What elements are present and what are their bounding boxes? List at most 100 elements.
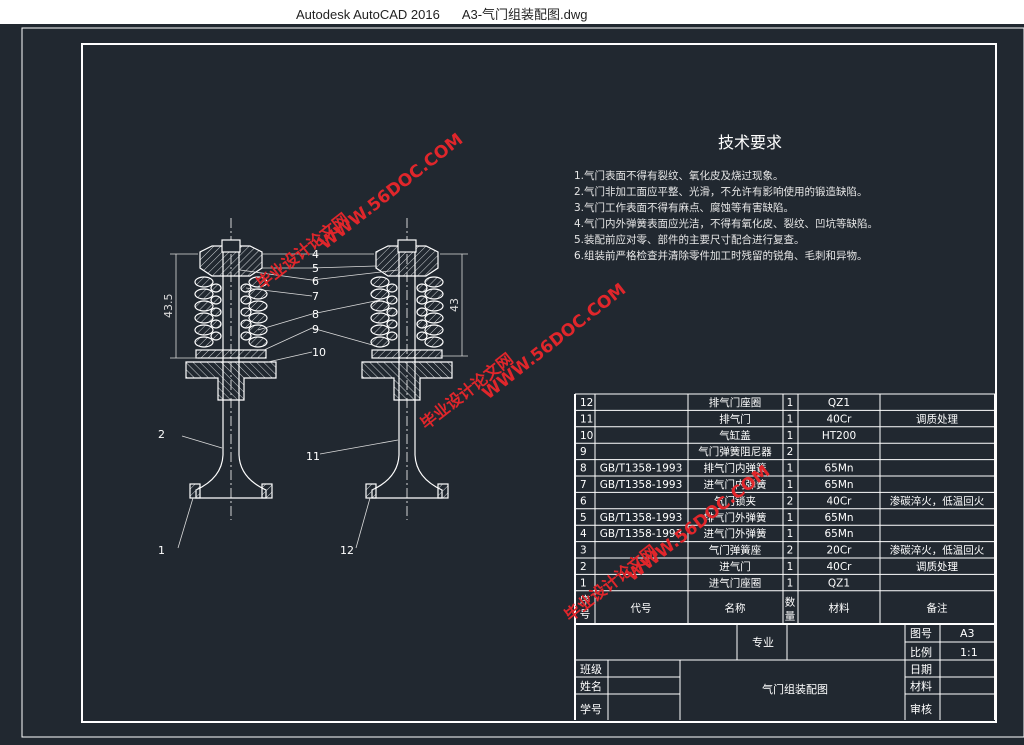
exhaust-valve-assembly[interactable] xyxy=(361,218,453,520)
table-cell-qty: 1 xyxy=(787,397,794,409)
table-cell-material: 40Cr xyxy=(826,413,852,425)
table-cell-material: QZ1 xyxy=(828,577,850,589)
tech-item: 3.气门工作表面不得有麻点、腐蚀等有害缺陷。 xyxy=(574,201,794,214)
table-header-qty: 量 xyxy=(785,610,796,622)
table-cell-code: GB/T1358-1993 xyxy=(600,463,683,475)
drawing-svg[interactable]: 技术要求 1.气门表面不得有裂纹、氧化皮及烧过现象。 2.气门非加工面应平整、光… xyxy=(0,24,1024,741)
table-cell-no: 5 xyxy=(580,512,587,524)
table-cell-material: QZ1 xyxy=(828,397,850,409)
balloons: 4 5 6 7 8 9 10 2 1 11 12 xyxy=(158,248,354,557)
table-cell-name: 进气门 xyxy=(719,560,751,573)
tech-item: 2.气门非加工面应平整、光滑，不允许有影响使用的锻造缺陷。 xyxy=(574,185,868,198)
table-cell-no: 3 xyxy=(580,545,587,557)
intake-valve-assembly[interactable] xyxy=(185,218,277,520)
file-name: A3-气门组装配图.dwg xyxy=(461,7,588,22)
table-cell-note: 渗碳淬火，低温回火 xyxy=(890,544,985,557)
tech-item: 4.气门内外弹簧表面应光洁，不得有氧化皮、裂纹、凹坑等缺陷。 xyxy=(574,217,878,230)
window-title: Autodesk AutoCAD 2016 A3-气门组装配图.dwg xyxy=(296,4,610,23)
balloon-10: 10 xyxy=(312,346,326,359)
dim-right-value: 43 xyxy=(448,298,461,312)
balloon-8: 8 xyxy=(312,308,319,321)
name-label: 姓名 xyxy=(580,679,602,693)
review-label: 审核 xyxy=(910,702,932,716)
table-cell-qty: 1 xyxy=(787,413,794,425)
major-label: 专业 xyxy=(752,635,774,649)
table-cell-material: 65Mn xyxy=(824,463,853,475)
table-cell-material: 65Mn xyxy=(824,479,853,491)
balloon-7: 7 xyxy=(312,290,319,303)
table-cell-qty: 1 xyxy=(787,577,794,589)
sheet-value: A3 xyxy=(960,627,975,640)
balloon-4: 4 xyxy=(312,248,319,261)
dimension-right xyxy=(440,253,468,357)
sheet-label: 图号 xyxy=(910,627,932,640)
dimension-left xyxy=(170,253,198,359)
table-cell-name: 进气门外弹簧 xyxy=(704,527,767,540)
table-cell-name: 气缸盖 xyxy=(719,429,751,442)
tech-requirements: 技术要求 1.气门表面不得有裂纹、氧化皮及烧过现象。 2.气门非加工面应平整、光… xyxy=(574,133,878,262)
table-cell-qty: 2 xyxy=(787,446,794,458)
inner-frame xyxy=(81,43,997,723)
table-cell-no: 8 xyxy=(580,463,587,475)
table-header-code: 代号 xyxy=(631,602,652,614)
table-cell-name: 排气门座圈 xyxy=(709,396,762,409)
table-cell-material: 40Cr xyxy=(826,495,852,507)
class-label: 班级 xyxy=(580,663,602,676)
table-cell-material: HT200 xyxy=(822,430,856,442)
id-label: 学号 xyxy=(580,702,602,716)
table-cell-material: 40Cr xyxy=(826,561,852,573)
table-cell-qty: 1 xyxy=(787,463,794,475)
title-bar: Autodesk AutoCAD 2016 A3-气门组装配图.dwg xyxy=(0,0,1024,24)
table-cell-qty: 1 xyxy=(787,512,794,524)
table-cell-no: 12 xyxy=(580,397,593,409)
table-cell-name: 排气门外弹簧 xyxy=(704,511,767,524)
balloon-12: 12 xyxy=(340,544,354,557)
table-cell-material: 20Cr xyxy=(826,545,852,557)
table-header-no: 序 xyxy=(580,593,591,606)
balloon-2: 2 xyxy=(158,428,165,441)
dim-left-value: 43.5 xyxy=(162,294,175,319)
title-block-text: 专业 班级 姓名 学号 气门组装配图 图号 A3 比例 1:1 日期 材料 审核 xyxy=(580,627,978,716)
table-cell-name: 进气门座圈 xyxy=(709,576,762,589)
tech-item: 6.组装前严格检查并清除零件加工时残留的锐角、毛刺和异物。 xyxy=(574,249,868,262)
title-block[interactable] xyxy=(575,623,995,720)
table-cell-no: 11 xyxy=(580,413,593,425)
balloon-1: 1 xyxy=(158,544,165,557)
table-cell-qty: 2 xyxy=(787,495,794,507)
table-cell-qty: 1 xyxy=(787,479,794,491)
balloon-9: 9 xyxy=(312,323,319,336)
leader-lines xyxy=(177,253,399,549)
table-cell-code: GB/T1358-1993 xyxy=(600,528,683,540)
table-header-no: 号 xyxy=(580,608,591,620)
table-cell-no: 2 xyxy=(580,561,587,573)
drawing-title: 气门组装配图 xyxy=(762,682,828,696)
table-cell-name: 进气门内弹簧 xyxy=(704,478,767,491)
table-cell-note: 调质处理 xyxy=(916,561,958,573)
watermark-name: 毕业设计论文网 xyxy=(253,209,353,293)
table-cell-material: 65Mn xyxy=(824,512,853,524)
table-header-material: 材料 xyxy=(829,601,850,614)
table-cell-no: 7 xyxy=(580,479,587,491)
table-header-qty: 数 xyxy=(785,595,796,608)
watermark-url: WWW.56DOC.COM xyxy=(479,280,630,404)
table-cell-note: 渗碳淬火，低温回火 xyxy=(890,494,985,507)
material-label: 材料 xyxy=(910,679,932,693)
table-cell-qty: 1 xyxy=(787,528,794,540)
table-cell-name: 排气门内弹簧 xyxy=(704,462,767,475)
table-header-note: 备注 xyxy=(927,601,948,614)
scale-value: 1:1 xyxy=(960,646,978,659)
table-cell-no: 10 xyxy=(580,430,593,442)
table-cell-name: 气门锁夹 xyxy=(714,494,756,507)
table-cell-qty: 1 xyxy=(787,561,794,573)
tech-title: 技术要求 xyxy=(718,133,782,152)
tech-item: 5.装配前应对零、部件的主要尺寸配合进行复查。 xyxy=(574,233,805,246)
table-cell-code: GB/T1358-1993 xyxy=(600,479,683,491)
table-cell-name: 气门弹簧座 xyxy=(709,544,762,557)
table-cell-name: 气门弹簧阻尼器 xyxy=(698,445,772,458)
balloon-6: 6 xyxy=(312,275,319,288)
table-cell-name: 排气门 xyxy=(719,412,751,425)
app-name: Autodesk AutoCAD 2016 xyxy=(296,7,440,22)
table-cell-no: 4 xyxy=(580,528,587,540)
drawing-canvas[interactable]: 技术要求 1.气门表面不得有裂纹、氧化皮及烧过现象。 2.气门非加工面应平整、光… xyxy=(0,24,1024,741)
